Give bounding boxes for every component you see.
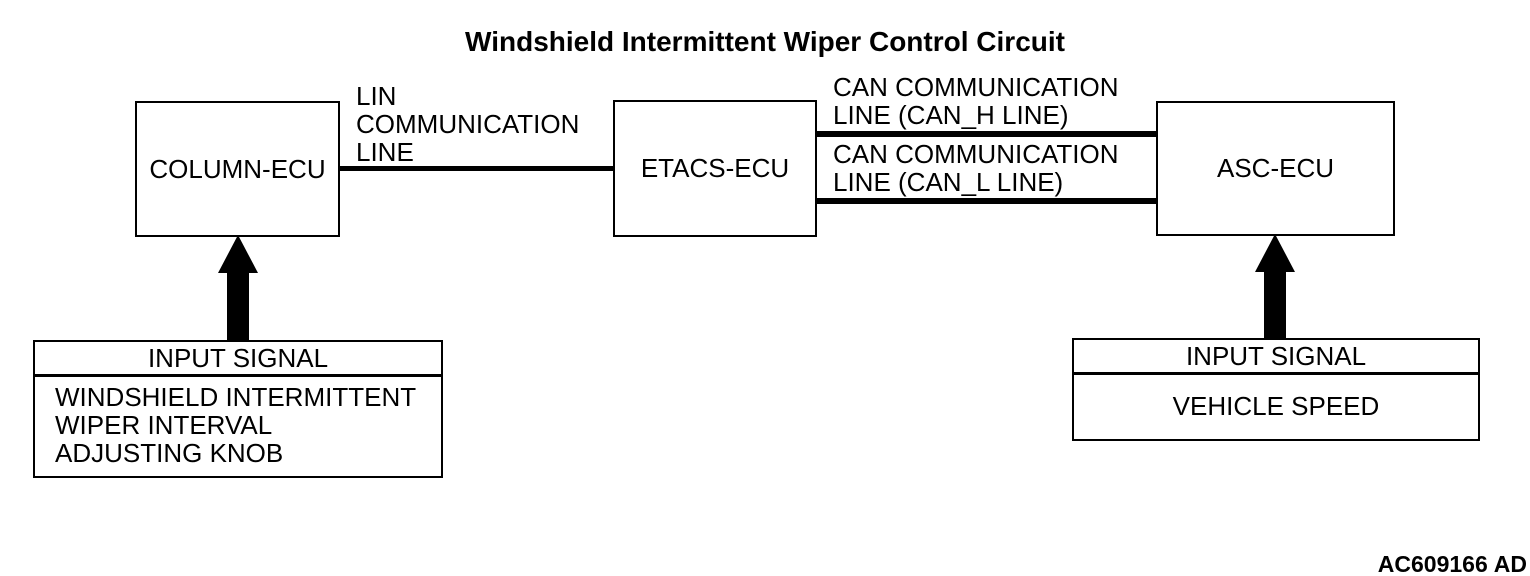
- column-ecu-label: COLUMN-ECU: [149, 153, 326, 184]
- input-signal-header: INPUT SIGNAL: [35, 342, 441, 377]
- lin-line-label-row: COMMUNICATION: [356, 109, 580, 139]
- input-signal-header: INPUT SIGNAL: [1074, 340, 1478, 375]
- input-signal-body-row: VEHICLE SPEED: [1172, 391, 1380, 421]
- input-signal-box-right: INPUT SIGNAL VEHICLE SPEED: [1072, 338, 1480, 441]
- can-l-communication-line: [815, 198, 1158, 204]
- lin-line-label-row: LIN: [356, 81, 397, 111]
- etacs-ecu-label: ETACS-ECU: [640, 153, 790, 183]
- input-signal-header-label: INPUT SIGNAL: [1185, 340, 1367, 371]
- asc-ecu-label: ASC-ECU: [1216, 153, 1334, 183]
- asc-ecu-box: ASC-ECU: [1156, 101, 1395, 236]
- input-signal-body-row: WIPER INTERVAL: [55, 410, 273, 440]
- lin-communication-line: [338, 166, 615, 171]
- can-l-line-label: CAN COMMUNICATION LINE (CAN_L LINE): [833, 140, 1119, 196]
- can-h-line-label-row: LINE (CAN_H LINE): [833, 100, 1069, 130]
- input-signal-body: VEHICLE SPEED: [1074, 375, 1478, 438]
- can-l-line-label-row: CAN COMMUNICATION: [833, 139, 1119, 169]
- figure-code-suffix: AD: [1493, 551, 1527, 576]
- up-arrow-icon: [1255, 234, 1295, 340]
- etacs-ecu-box: ETACS-ECU: [613, 100, 817, 237]
- input-signal-body-row: WINDSHIELD INTERMITTENT: [55, 382, 417, 412]
- column-ecu-box: COLUMN-ECU: [135, 101, 340, 237]
- can-h-line-label-row: CAN COMMUNICATION: [833, 72, 1119, 102]
- up-arrow-icon: [218, 235, 258, 342]
- input-signal-body: WINDSHIELD INTERMITTENT WIPER INTERVAL A…: [35, 377, 441, 467]
- can-h-communication-line: [815, 131, 1158, 137]
- diagram-title: Windshield Intermittent Wiper Control Ci…: [465, 26, 1065, 57]
- input-signal-body-row: ADJUSTING KNOB: [55, 438, 284, 468]
- lin-line-label: LIN COMMUNICATION LINE: [356, 82, 579, 166]
- figure-code-main: AC609166: [1377, 551, 1488, 576]
- lin-line-label-row: LINE: [356, 137, 414, 167]
- input-signal-box-left: INPUT SIGNAL WINDSHIELD INTERMITTENT WIP…: [33, 340, 443, 478]
- input-signal-header-label: INPUT SIGNAL: [147, 342, 329, 373]
- can-h-line-label: CAN COMMUNICATION LINE (CAN_H LINE): [833, 73, 1119, 129]
- can-l-line-label-row: LINE (CAN_L LINE): [833, 167, 1064, 197]
